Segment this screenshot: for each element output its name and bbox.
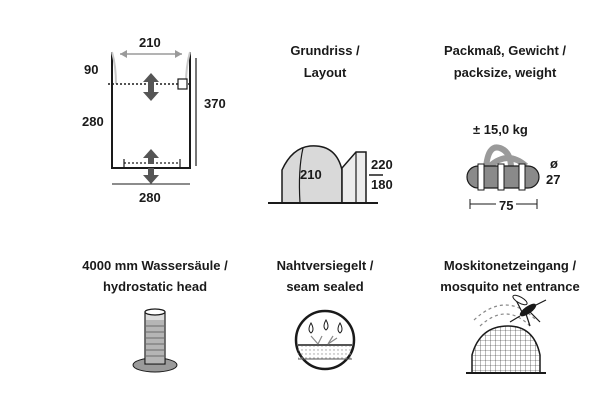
hydrostatic-title-line2: hydrostatic head <box>102 279 208 294</box>
packbag-diagram <box>466 144 540 209</box>
layout-title-line1: Grundriss / <box>290 43 360 58</box>
layout-height-outer-top: 220 <box>371 157 393 172</box>
mosquito-net-icon <box>466 294 547 374</box>
seam-sealed-icon <box>294 309 356 371</box>
seams-title-line2: seam sealed <box>286 279 364 294</box>
seams-title-line1: Nahtversiegelt / <box>276 258 374 273</box>
mosquito-title-line2: mosquito net entrance <box>440 279 580 294</box>
packsize-title-line1: Packmaß, Gewicht / <box>443 43 567 58</box>
packsize-title-line2: packsize, weight <box>453 65 557 80</box>
floorplan-total-length: 370 <box>204 96 226 111</box>
floorplan-vestibule-depth: 90 <box>84 62 99 77</box>
layout-diagram <box>268 145 383 204</box>
packsize-weight: ± 15,0 kg <box>473 122 528 137</box>
floorplan-inner-depth: 280 <box>82 114 104 129</box>
mosquito-title-line1: Moskitonetzeingang / <box>443 258 577 273</box>
layout-height-inner: 210 <box>300 167 322 182</box>
floorplan-width-bottom: 280 <box>139 190 161 205</box>
layout-title-line2: Layout <box>303 65 347 80</box>
packsize-length: 75 <box>496 198 517 213</box>
floorplan-width-top: 210 <box>139 35 161 50</box>
floorplan-diagram <box>108 50 197 185</box>
hydrostatic-title-line1: 4000 mm Wassersäule / <box>82 258 228 273</box>
water-column-icon <box>132 308 178 373</box>
layout-height-outer-bottom: 180 <box>371 177 393 192</box>
packsize-diameter-symbol: ø <box>550 156 558 171</box>
packsize-diameter: 27 <box>546 172 561 187</box>
